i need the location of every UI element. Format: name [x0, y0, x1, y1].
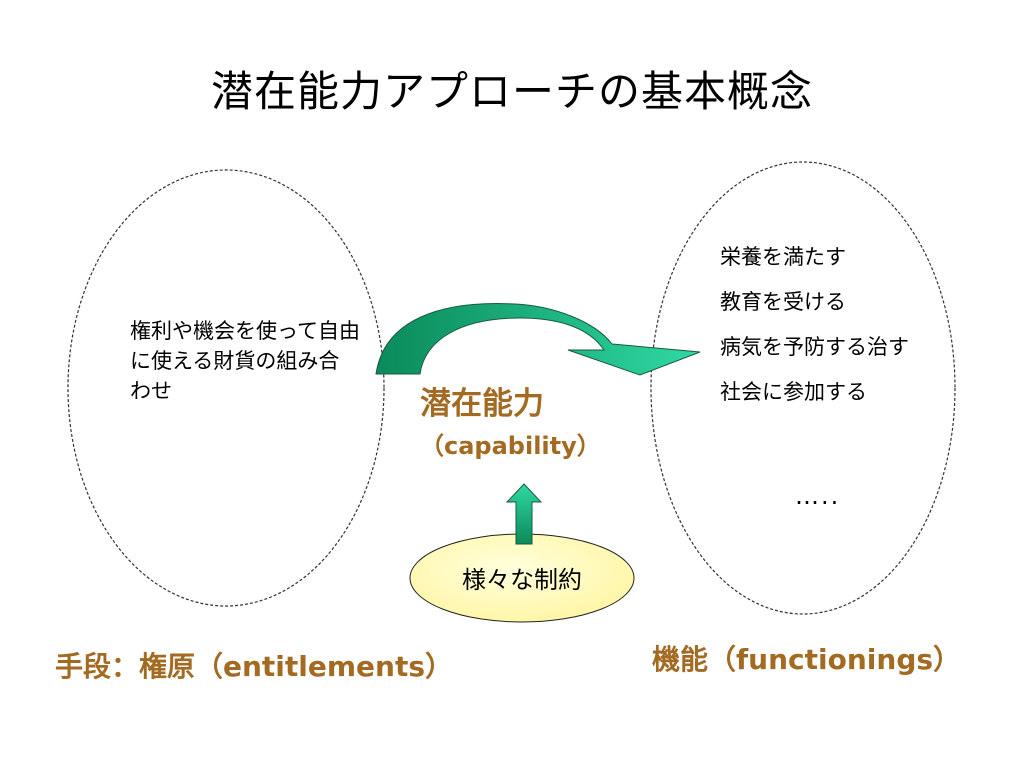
right-oval: [650, 161, 956, 615]
list-item: 教育を受ける: [720, 290, 846, 314]
constraint-label: 様々な制約: [462, 566, 582, 594]
left-oval-text: 権利や機会を使って自由に使える財貨の組み合わせ: [130, 319, 360, 403]
list-item: 社会に参加する: [720, 380, 867, 404]
functionings-list: 栄養を満たす 教育を受ける 病気を予防する治す 社会に参加する: [720, 244, 940, 424]
slide-title: 潜在能力アプローチの基本概念: [210, 67, 813, 116]
capability-sub: （capability）: [420, 432, 601, 460]
entitlements-label: 手段：権原（entitlements）: [55, 650, 454, 683]
ellipsis-text: …..: [795, 482, 841, 510]
capability-label: 潜在能力 （capability）: [420, 384, 601, 464]
list-item: 栄養を満たす: [720, 245, 846, 269]
list-item: 病気を予防する治す: [720, 335, 909, 359]
left-oval: [67, 169, 385, 607]
up-arrow-icon: [505, 483, 543, 545]
curved-arrow-icon: [375, 303, 701, 376]
functionings-label: 機能（functionings）: [652, 643, 962, 676]
capability-main: 潜在能力: [420, 386, 544, 422]
